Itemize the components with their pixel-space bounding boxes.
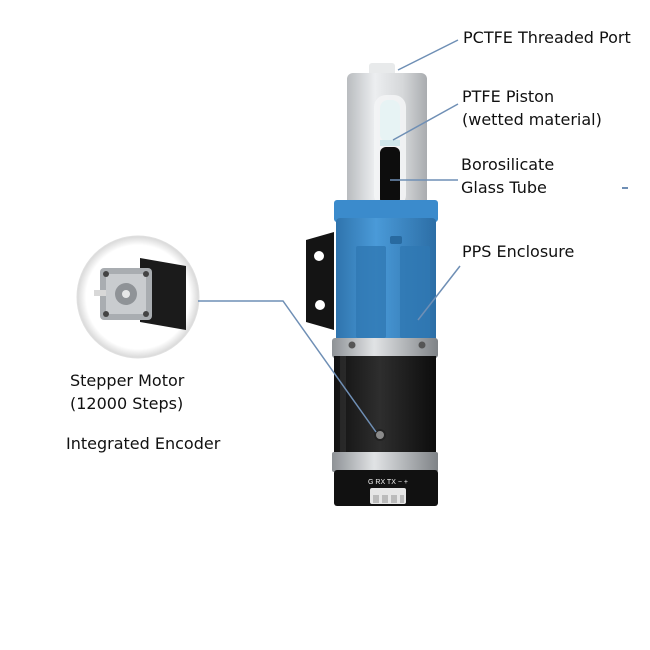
label-steps: (12000 Steps) — [70, 394, 183, 413]
mounting-bracket — [306, 232, 334, 330]
leader-line-port — [397, 39, 459, 71]
syringe-pump-illustration: G RX TX − + — [306, 63, 438, 506]
label-pctfe-port: PCTFE Threaded Port — [463, 28, 631, 47]
encoder-indicator — [374, 429, 386, 441]
bracket-hole — [315, 300, 325, 310]
label-pps-enclosure: PPS Enclosure — [462, 242, 574, 261]
glass-tube-core — [380, 147, 400, 205]
label-glass-tube: Glass Tube — [461, 178, 547, 197]
leader-line-motor — [198, 300, 377, 433]
leader-lines — [198, 39, 628, 433]
connector-pin-label: G RX TX − + — [368, 479, 408, 486]
label-ptfe-piston-note: (wetted material) — [462, 110, 602, 129]
stepper-motor-body: G RX TX − + — [332, 338, 438, 506]
label-stepper-motor: Stepper Motor — [70, 371, 185, 390]
label-integrated-encoder: Integrated Encoder — [66, 434, 221, 453]
bracket-hole — [314, 251, 324, 261]
cylinder-housing — [347, 63, 427, 209]
motor-inset — [76, 235, 200, 359]
pps-enclosure — [334, 200, 438, 342]
label-ptfe-piston: PTFE Piston — [462, 87, 554, 106]
leader-line-piston — [392, 103, 459, 141]
leader-line-enclosure — [417, 265, 461, 321]
label-borosilicate: Borosilicate — [461, 155, 554, 174]
